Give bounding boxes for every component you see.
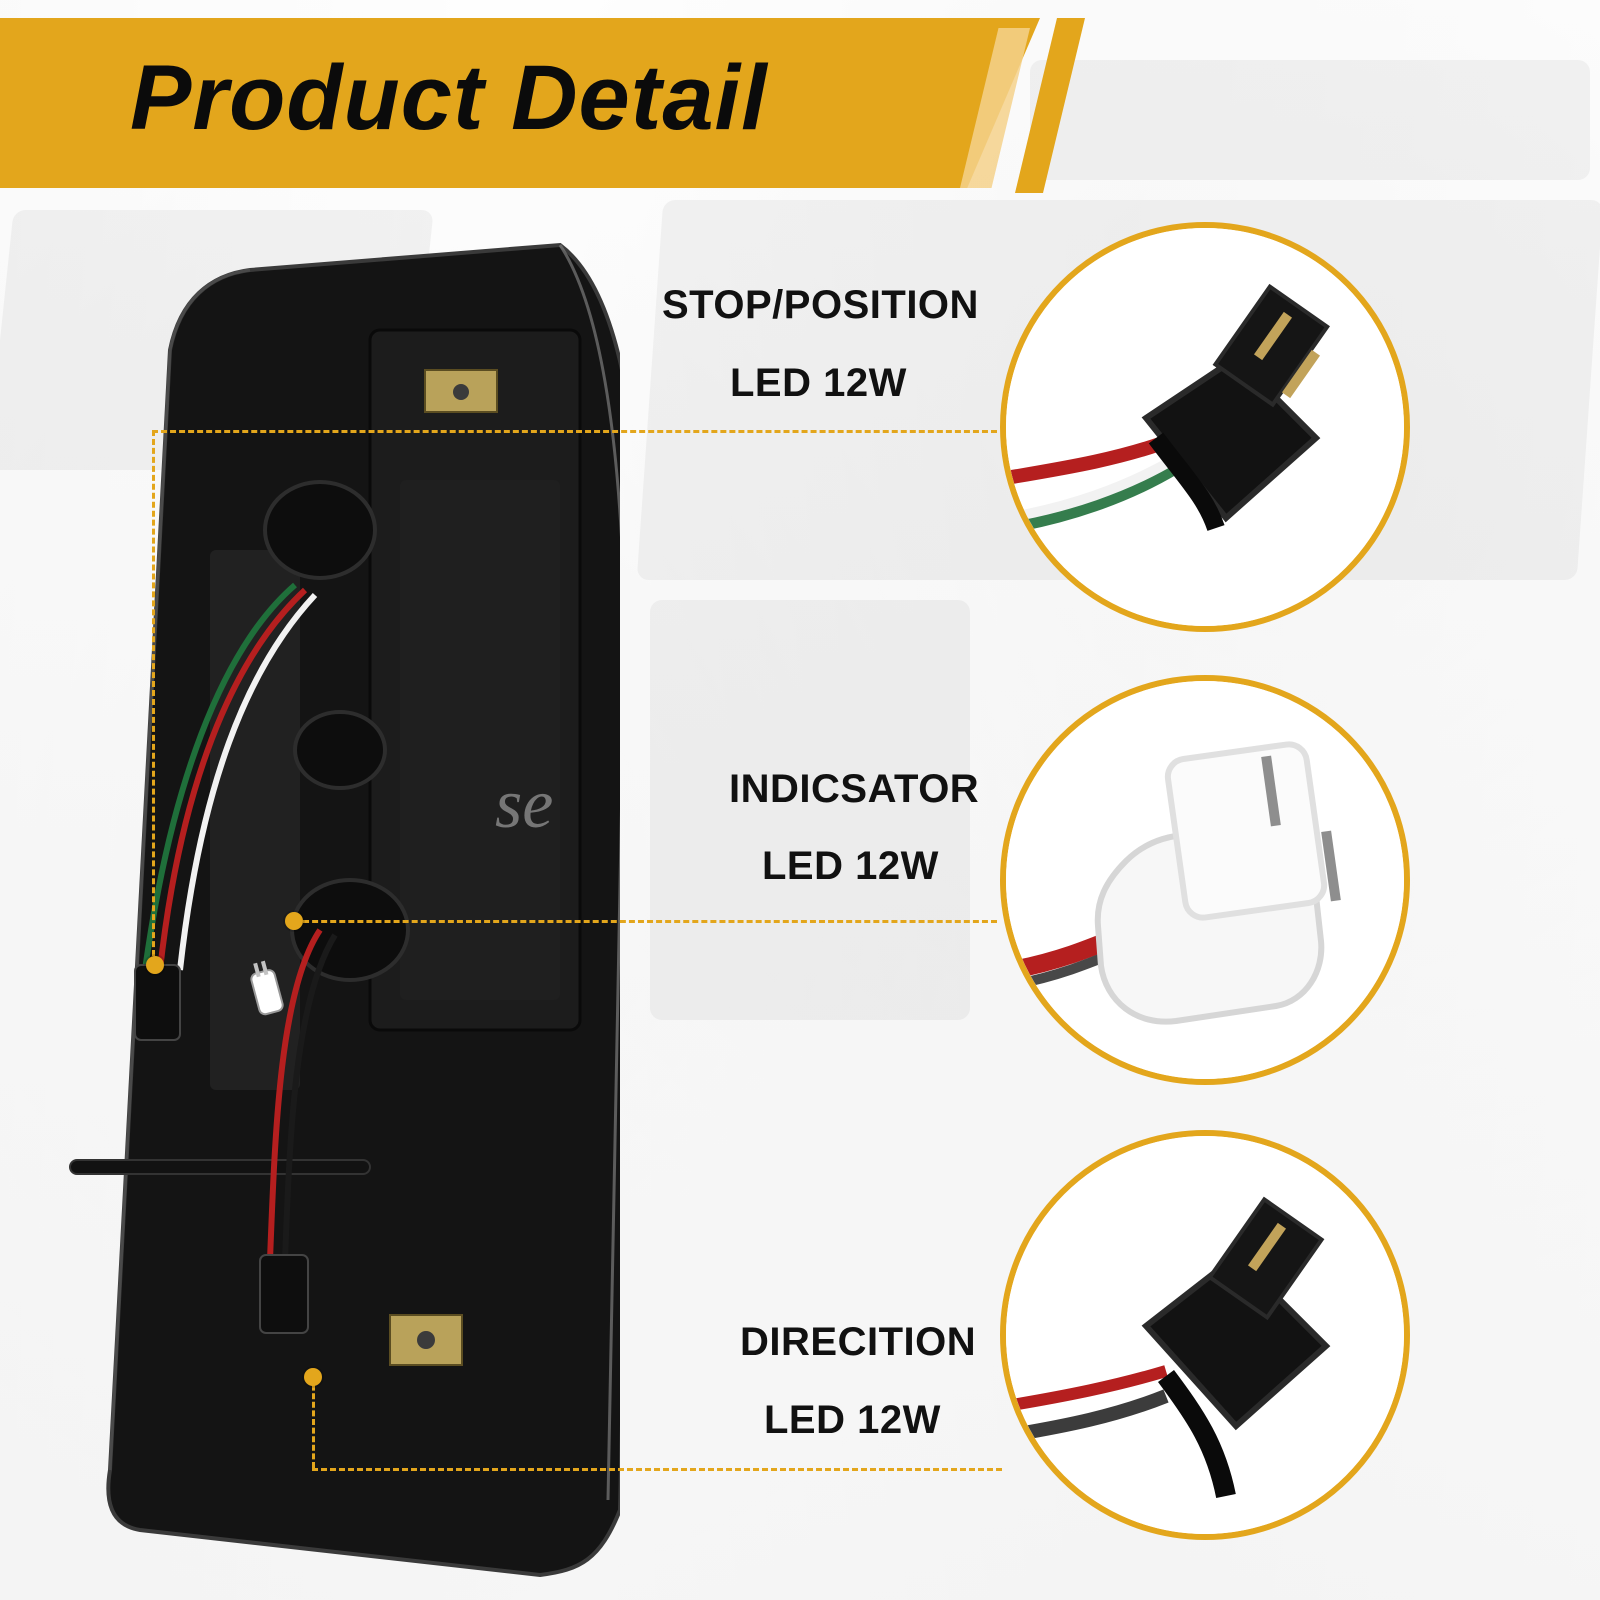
page-title: Product Detail	[130, 47, 768, 149]
wedge-bulb-socket-icon	[1006, 681, 1404, 1079]
detail-direction	[1000, 1130, 1410, 1540]
callout-line-direction	[312, 1468, 1002, 1471]
callout-dot-direction	[304, 1368, 322, 1386]
detail-stop-position	[1000, 222, 1410, 632]
twist-socket-connector-icon	[1006, 1136, 1404, 1534]
callout-vertical-direction	[312, 1376, 315, 1468]
tail-light-illustration	[69, 242, 620, 1578]
callout-vertical-stop-position	[152, 430, 155, 965]
callout-dot-stop-position	[146, 956, 164, 974]
label-stop-position-subtitle: LED 12W	[730, 361, 907, 405]
title-banner	[0, 18, 1040, 188]
callout-dot-indicator	[285, 912, 303, 930]
background-vehicle-shape	[1030, 60, 1590, 180]
label-stop-position-title: STOP/POSITION	[662, 283, 979, 327]
label-indicator-subtitle: LED 12W	[762, 844, 939, 888]
label-direction-subtitle: LED 12W	[764, 1398, 941, 1442]
callout-line-stop-position	[152, 430, 997, 433]
label-indicator-title: INDICSATOR	[729, 767, 980, 811]
twist-socket-connector-icon	[1006, 228, 1404, 626]
background-vehicle-shape	[650, 600, 970, 1020]
callout-line-indicator	[294, 920, 997, 923]
label-direction-title: DIRECITION	[740, 1320, 977, 1364]
tail-light-housing-image	[60, 230, 620, 1590]
detail-indicator	[1000, 675, 1410, 1085]
